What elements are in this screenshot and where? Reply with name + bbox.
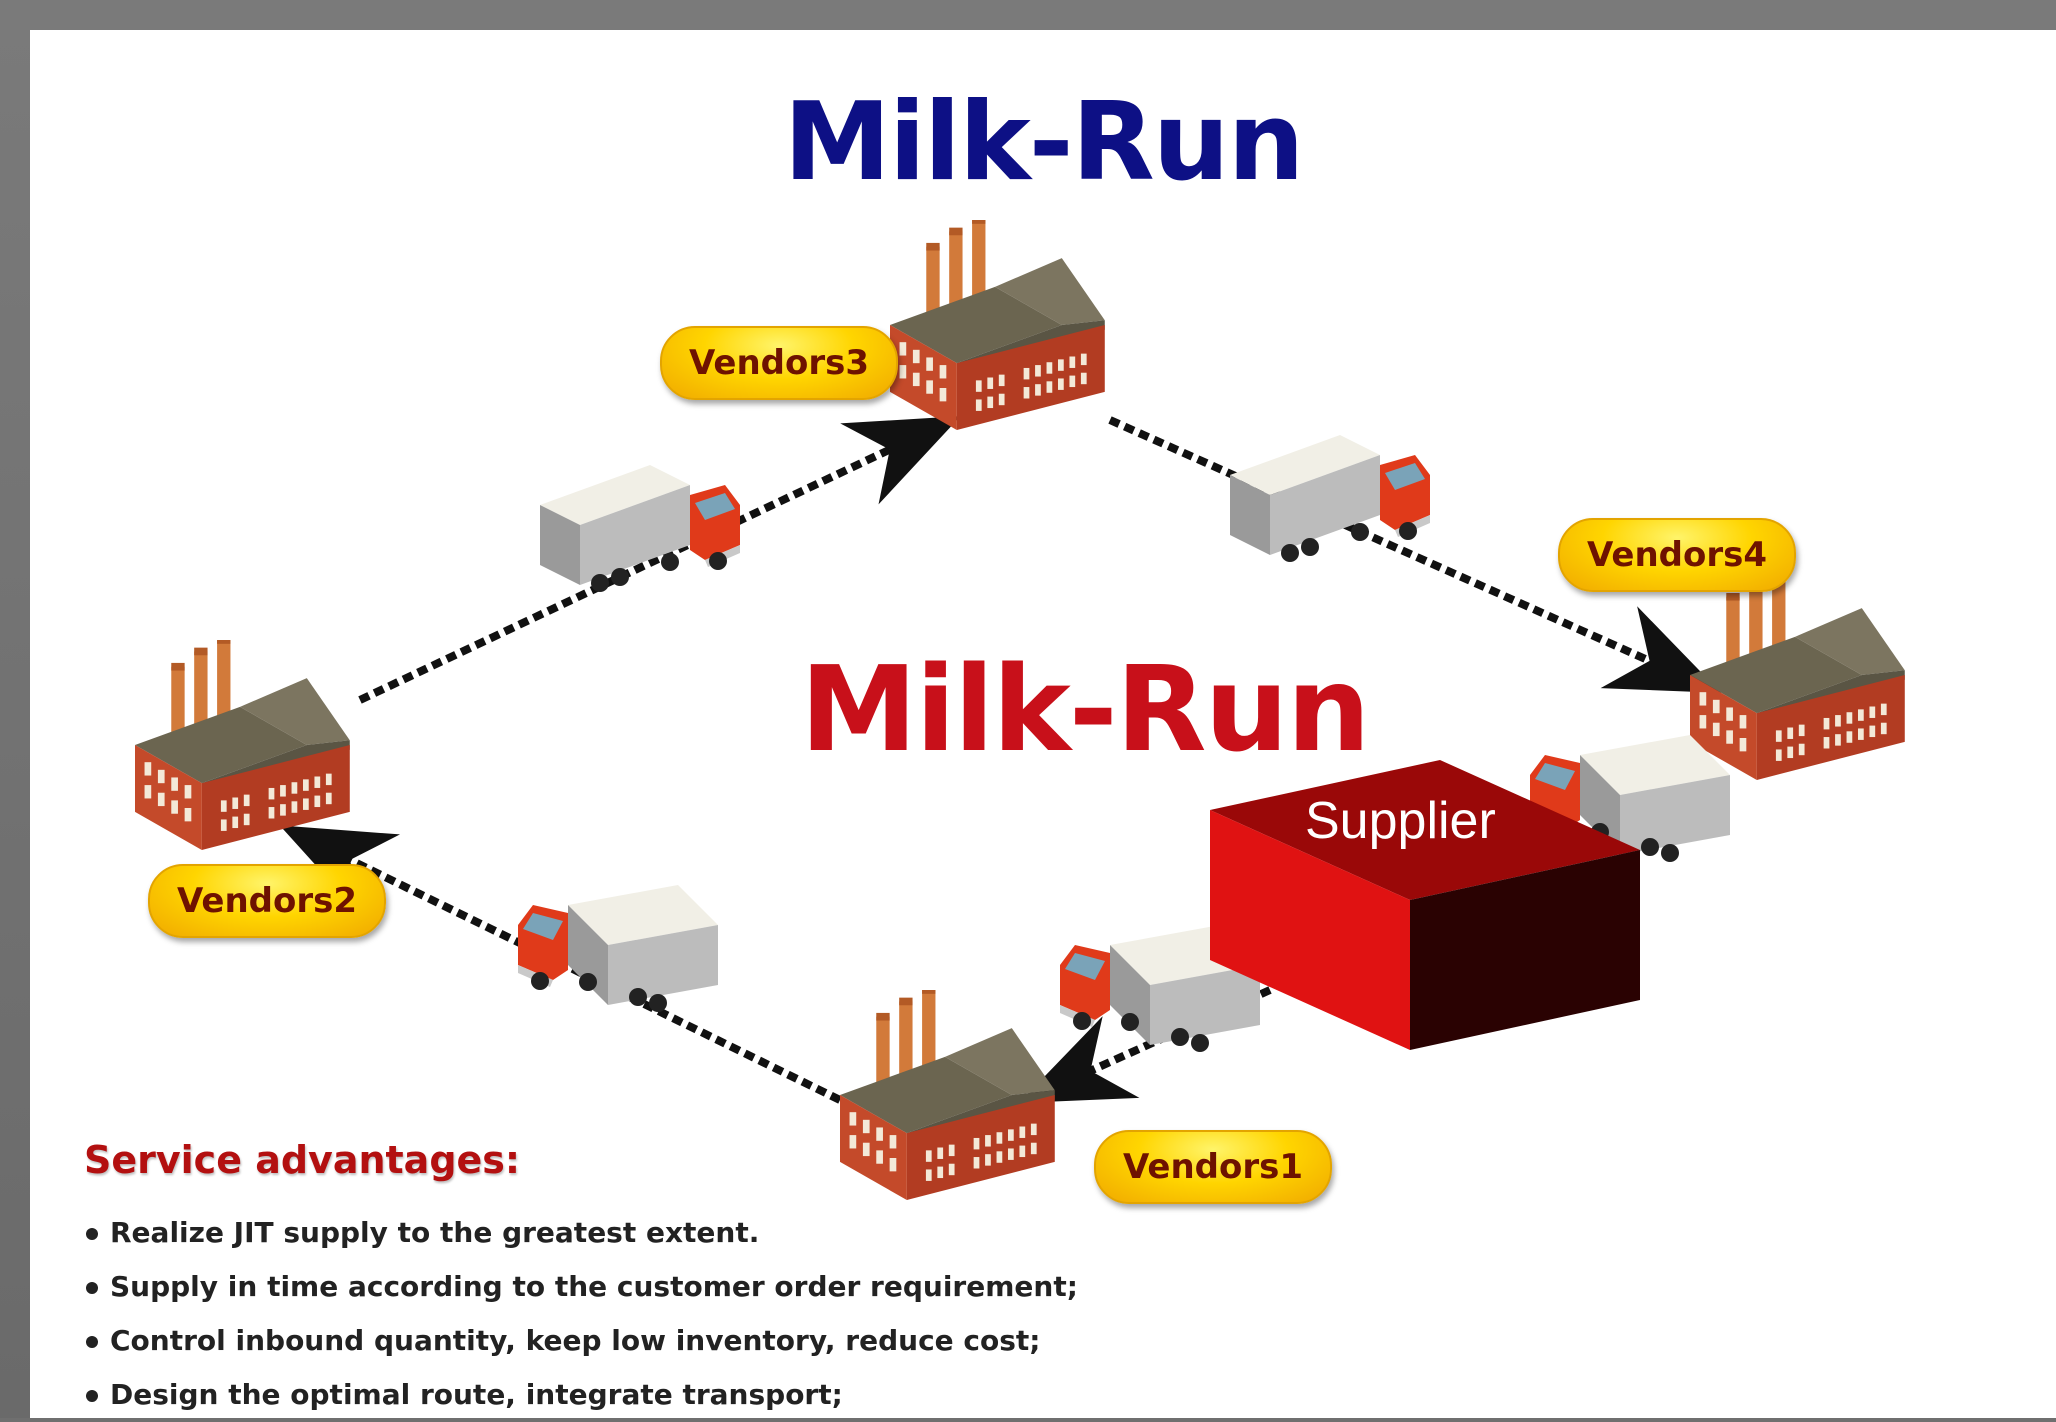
page-title: Milk-Run xyxy=(783,80,1304,205)
bullet-icon xyxy=(86,1336,98,1348)
list-item: Realize JIT supply to the greatest exten… xyxy=(86,1206,1078,1260)
bullet-icon xyxy=(86,1228,98,1240)
vendors2-label: Vendors2 xyxy=(148,864,386,938)
list-item: Control inbound quantity, keep low inven… xyxy=(86,1314,1078,1368)
factory-icon-vendors2 xyxy=(135,640,350,850)
truck-icon-v1-v2 xyxy=(518,885,718,1012)
route-arrow-v3-v4 xyxy=(1108,416,1722,693)
truck-icon-v3-v4 xyxy=(1230,435,1430,562)
list-item: Design the optimal route, integrate tran… xyxy=(86,1368,1078,1422)
list-item: Supply in time according to the customer… xyxy=(86,1260,1078,1314)
service-advantages-heading: Service advantages: xyxy=(84,1138,521,1182)
supplier-box: Supplier xyxy=(1210,760,1640,1050)
slide-panel: Milk-Run xyxy=(30,30,2056,1418)
truck-icon-v2-v3 xyxy=(540,465,740,592)
vendors1-label: Vendors1 xyxy=(1094,1130,1332,1204)
route-arrow-v1-v2 xyxy=(279,825,842,1104)
vendors4-label: Vendors4 xyxy=(1558,518,1796,592)
bullet-icon xyxy=(86,1390,98,1402)
vendors3-label: Vendors3 xyxy=(660,326,898,400)
factory-icon-vendors1 xyxy=(840,990,1055,1200)
milk-run-diagram: Supplier xyxy=(135,220,1905,1200)
center-milk-run-label: Milk-Run xyxy=(800,640,1371,778)
factory-icon-vendors3 xyxy=(890,220,1105,430)
bullet-icon xyxy=(86,1282,98,1294)
route-arrow-v2-v3 xyxy=(358,416,961,704)
service-advantages-list: Realize JIT supply to the greatest exten… xyxy=(86,1206,1078,1422)
factory-icon-vendors4 xyxy=(1690,570,1905,780)
supplier-label: Supplier xyxy=(1305,792,1496,850)
